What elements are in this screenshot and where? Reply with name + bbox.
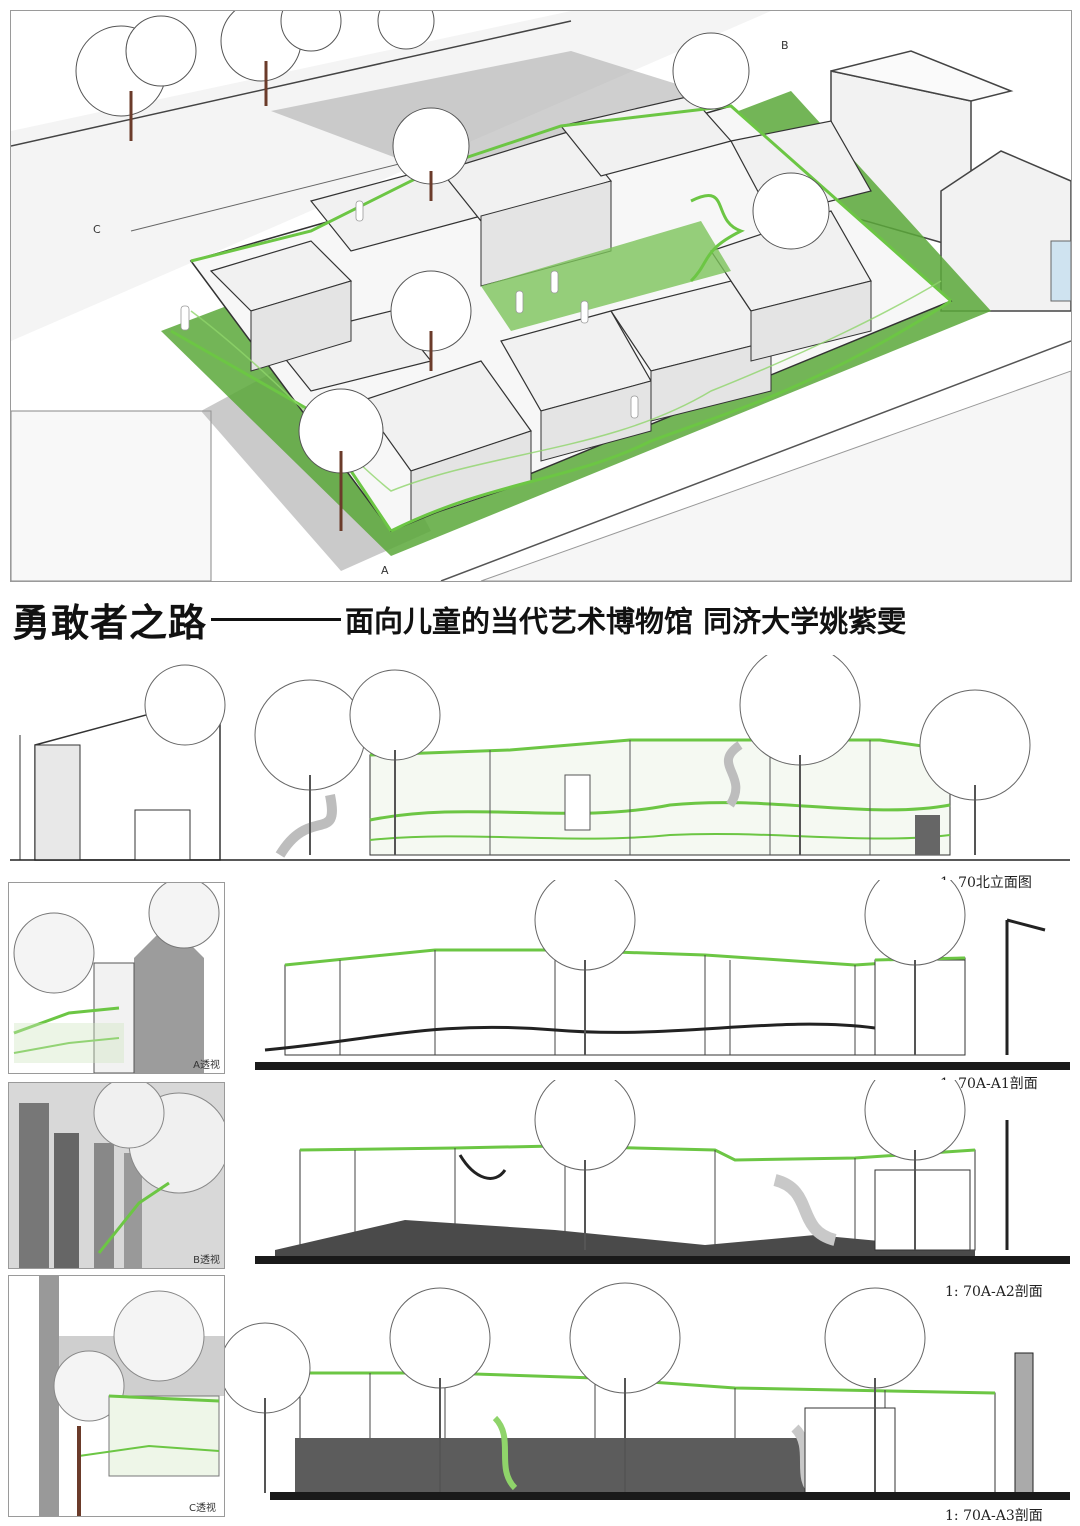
title-main: 勇敢者之路 — [12, 601, 208, 645]
perspective-c: C透视 — [8, 1275, 225, 1517]
caption-perspective-c: C透视 — [189, 1503, 216, 1514]
perspective-a: A透视 — [8, 882, 225, 1074]
label-a: A — [381, 564, 389, 577]
caption-section-a3: 1: 70A-A3剖面 — [945, 1508, 1043, 1524]
caption-north-elevation: 1: 70北立面图 — [940, 875, 1032, 891]
title-sub: 面向儿童的当代艺术博物馆 同济大学姚紫雯 — [345, 604, 907, 639]
title-dash — [211, 618, 342, 621]
section-a2-drawing — [255, 1080, 1070, 1270]
north-elevation-drawing — [10, 655, 1070, 870]
axonometric-drawing — [11, 11, 1071, 581]
caption-perspective-b: B透视 — [193, 1255, 220, 1266]
label-c: C — [93, 223, 101, 236]
page-title: 勇敢者之路 面向儿童的当代艺术博物馆 同济大学姚紫雯 — [12, 592, 1078, 648]
section-a3-drawing — [225, 1278, 1070, 1503]
section-a1-drawing — [255, 880, 1070, 1072]
label-b: B — [781, 39, 789, 52]
perspective-b: B透视 — [8, 1082, 225, 1269]
caption-section-a2: 1: 70A-A2剖面 — [945, 1284, 1043, 1300]
caption-section-a1: 1: 70A-A1剖面 — [940, 1076, 1038, 1092]
caption-perspective-a: A透视 — [193, 1060, 220, 1071]
axonometric-view: A B C — [10, 10, 1072, 582]
